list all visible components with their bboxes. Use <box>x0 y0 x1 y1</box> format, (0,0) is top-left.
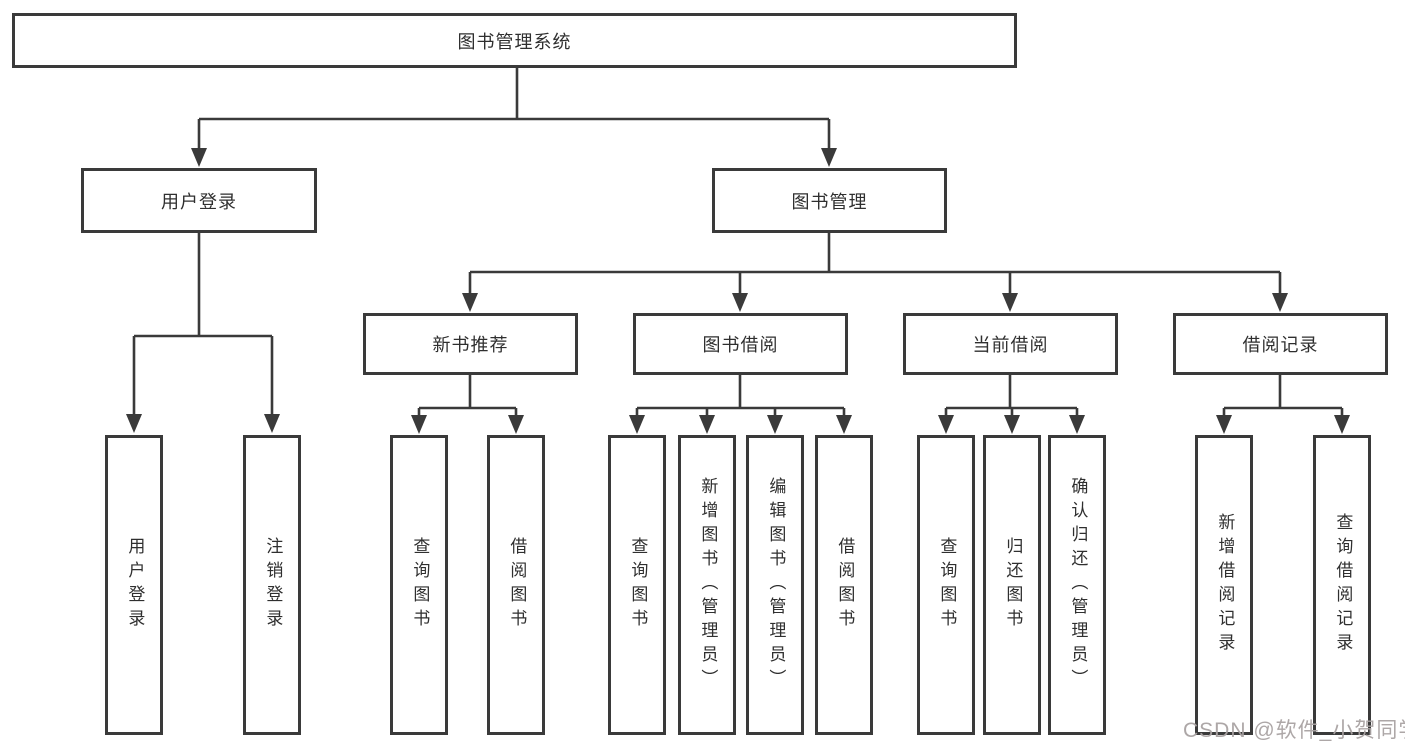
arrowheads <box>126 148 1350 434</box>
leaf-borrow-books-recommend-label: 借阅图书 <box>507 537 527 633</box>
node-user-login: 用户登录 <box>81 168 317 233</box>
leaf-query-books-borrow: 查询图书 <box>608 435 666 735</box>
leaf-return-books: 归还图书 <box>983 435 1041 735</box>
node-current-borrow-label: 当前借阅 <box>972 335 1049 355</box>
leaf-add-books-admin: 新增图书（管理员） <box>678 435 736 735</box>
leaf-query-borrow-record: 查询借阅记录 <box>1313 435 1371 735</box>
leaf-borrow-books-recommend: 借阅图书 <box>487 435 545 735</box>
leaf-add-borrow-record: 新增借阅记录 <box>1195 435 1253 735</box>
leaf-query-books-recommend-label: 查询图书 <box>410 537 430 633</box>
node-root: 图书管理系统 <box>12 13 1017 68</box>
leaf-query-books-current-label: 查询图书 <box>937 537 957 633</box>
leaf-borrow-books: 借阅图书 <box>815 435 873 735</box>
leaf-add-borrow-record-label: 新增借阅记录 <box>1215 513 1235 657</box>
node-root-label: 图书管理系统 <box>457 31 572 52</box>
node-book-management: 图书管理 <box>712 168 947 233</box>
leaf-return-books-label: 归还图书 <box>1003 537 1023 633</box>
leaf-logout-label: 注销登录 <box>263 537 283 633</box>
leaf-confirm-return-admin-label: 确认归还（管理员） <box>1068 477 1088 693</box>
leaf-query-borrow-record-label: 查询借阅记录 <box>1333 513 1353 657</box>
leaf-query-books-current: 查询图书 <box>917 435 975 735</box>
node-borrow-records: 借阅记录 <box>1173 313 1388 375</box>
node-current-borrow: 当前借阅 <box>903 313 1118 375</box>
leaf-borrow-books-label: 借阅图书 <box>835 537 855 633</box>
leaf-confirm-return-admin: 确认归还（管理员） <box>1048 435 1106 735</box>
leaf-edit-books-admin: 编辑图书（管理员） <box>746 435 804 735</box>
leaf-query-books-borrow-label: 查询图书 <box>628 537 648 633</box>
leaf-edit-books-admin-label: 编辑图书（管理员） <box>766 477 786 693</box>
node-book-borrow: 图书借阅 <box>633 313 848 375</box>
leaf-user-login-label: 用户登录 <box>125 537 145 633</box>
leaf-logout: 注销登录 <box>243 435 301 735</box>
watermark: CSDN @软件_小贺同学 <box>1183 719 1405 742</box>
node-new-book-recommend: 新书推荐 <box>363 313 578 375</box>
node-book-borrow-label: 图书借阅 <box>702 335 779 355</box>
node-new-book-recommend-label: 新书推荐 <box>432 335 509 355</box>
leaf-add-books-admin-label: 新增图书（管理员） <box>698 477 718 693</box>
node-user-login-label: 用户登录 <box>161 191 237 212</box>
node-book-management-label: 图书管理 <box>791 191 868 212</box>
node-borrow-records-label: 借阅记录 <box>1242 335 1319 355</box>
leaf-query-books-recommend: 查询图书 <box>390 435 448 735</box>
leaf-user-login: 用户登录 <box>105 435 163 735</box>
